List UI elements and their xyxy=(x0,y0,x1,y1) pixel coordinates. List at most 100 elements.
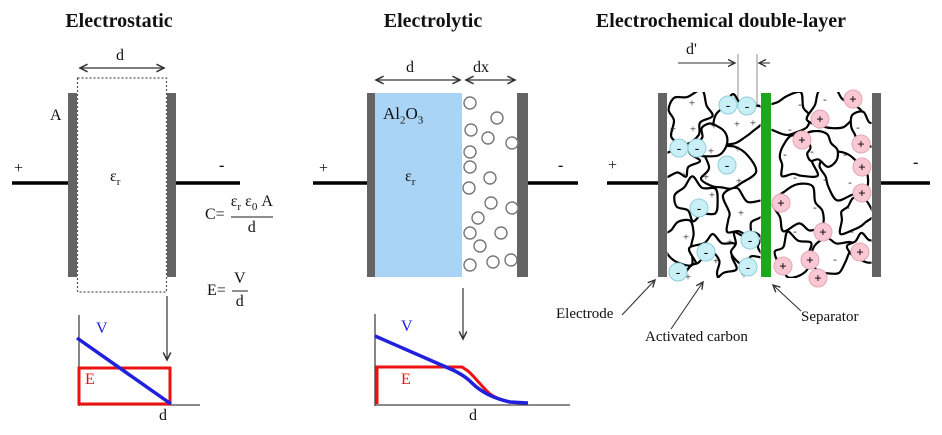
carbon-plus-mark: + xyxy=(708,146,714,158)
carbon-minus-mark: - xyxy=(793,172,797,184)
anion-sign: - xyxy=(745,99,749,114)
denominator: d xyxy=(247,218,256,236)
cation xyxy=(851,134,871,154)
permittivity-label: εr xyxy=(110,168,121,189)
anion-sign: - xyxy=(677,141,681,156)
alumina-label: Al2O3 xyxy=(383,104,424,127)
cation xyxy=(771,193,791,213)
electrolyte-particle xyxy=(494,226,508,240)
anion-sign: - xyxy=(704,245,708,260)
cation xyxy=(850,242,870,262)
anion xyxy=(738,257,758,277)
electrolyte-particle xyxy=(504,253,518,267)
cation xyxy=(810,109,830,129)
cation-sign: + xyxy=(806,253,813,268)
negative-terminal-label: - xyxy=(913,154,919,171)
panel-title-double-layer: Electrochemical double-layer xyxy=(595,10,847,32)
activated-carbon-left xyxy=(667,92,761,278)
cation-sign: + xyxy=(858,186,865,201)
panel-title-electrolytic: Electrolytic xyxy=(383,10,483,32)
graph-x-axis-label: d xyxy=(159,407,167,424)
electrolyte-particle xyxy=(483,171,497,185)
electrolyte-particle xyxy=(464,123,478,137)
epsilon-r-term: εr xyxy=(230,193,242,214)
electrolytic-panel xyxy=(313,80,578,406)
cations: ++++++++++++ xyxy=(771,89,872,288)
permittivity-label: εr xyxy=(405,168,416,189)
area-term: A xyxy=(261,193,273,210)
fraction-bar xyxy=(231,289,248,292)
carbon-grain xyxy=(667,92,714,146)
carbon-grain xyxy=(838,196,872,236)
capacitance-formula: C= εr ε0 A d xyxy=(205,193,273,237)
electrolyte-particle xyxy=(505,136,519,150)
fraction-bar xyxy=(230,215,273,218)
carbon-minus-mark: - xyxy=(856,122,860,134)
cation-sign: + xyxy=(814,271,821,286)
carbon-plus-mark: + xyxy=(734,119,740,131)
anion-sign: - xyxy=(725,158,729,173)
electrode-plate-left xyxy=(658,93,667,277)
carbon-minus-mark: - xyxy=(843,149,847,161)
cation-sign: + xyxy=(819,225,826,240)
anion-sign: - xyxy=(697,201,701,216)
electrode-pointer-arrow xyxy=(621,280,655,316)
anion xyxy=(737,96,757,116)
epsilon-0-term: ε0 xyxy=(245,193,258,214)
cation-sign: + xyxy=(779,259,786,274)
plate-area-label: A xyxy=(50,107,62,124)
anion xyxy=(740,230,760,250)
cation xyxy=(843,89,863,109)
anion-sign: - xyxy=(676,265,680,280)
carbon-plus-mark: + xyxy=(709,190,715,202)
voltage-curve-label: V xyxy=(96,320,108,337)
anion xyxy=(696,242,716,262)
carbon-plus-mark: + xyxy=(689,98,695,110)
carbon-minus-mark: - xyxy=(823,94,827,106)
carbon-plus-mark: + xyxy=(736,176,742,188)
carbon-minus-mark: - xyxy=(783,149,787,161)
cation-sign: + xyxy=(798,133,805,148)
fraction: V d xyxy=(231,270,248,311)
carbon-plus-mark: + xyxy=(670,124,676,136)
positive-terminal-label: + xyxy=(608,157,618,174)
electrostatic-panel xyxy=(12,68,240,406)
anion xyxy=(687,138,707,158)
carbon-plus-mark: + xyxy=(711,121,717,133)
separator-pointer-arrow xyxy=(773,285,802,312)
panel-title-electrostatic: Electrostatic xyxy=(65,10,173,32)
cation xyxy=(808,268,828,288)
double-layer-panel: +++++++++++++++++++ --------------------… xyxy=(607,54,930,330)
numerator: V xyxy=(234,270,246,287)
carbon-plus-mark: + xyxy=(683,232,689,244)
electrode-plate-right xyxy=(872,93,881,277)
cation-sign: + xyxy=(816,112,823,127)
electrolyte-particle xyxy=(505,201,519,215)
formula-lhs: E= xyxy=(207,281,226,299)
cation xyxy=(813,222,833,242)
electrolyte-particle xyxy=(463,226,477,240)
e-field-curve-label: E xyxy=(85,371,95,388)
anion-sign: - xyxy=(695,141,699,156)
electrode-plate-right xyxy=(167,93,176,277)
activated-carbon-caption: Activated carbon xyxy=(645,329,748,345)
voltage-curve xyxy=(75,336,173,406)
electrolyte-particle xyxy=(481,131,495,145)
separator-membrane xyxy=(761,93,771,277)
cation-sign: + xyxy=(856,245,863,260)
denominator: d xyxy=(235,292,244,310)
carbon-minus-mark: - xyxy=(793,226,797,238)
positive-terminal-label: + xyxy=(319,160,329,177)
carbon-plus-mark: + xyxy=(738,208,744,220)
cation xyxy=(792,130,812,150)
cation xyxy=(852,183,872,203)
electrolyte-particle xyxy=(462,181,476,195)
carbon-minus-mark: - xyxy=(823,174,827,186)
electrolyte-particle xyxy=(490,111,504,125)
separator-caption: Separator xyxy=(801,309,859,325)
electrolyte-width-label: dx xyxy=(473,59,489,76)
electrode-plate-right xyxy=(517,93,528,277)
voltage-curve-label: V xyxy=(401,318,413,335)
electrode-caption: Electrode xyxy=(556,306,614,322)
